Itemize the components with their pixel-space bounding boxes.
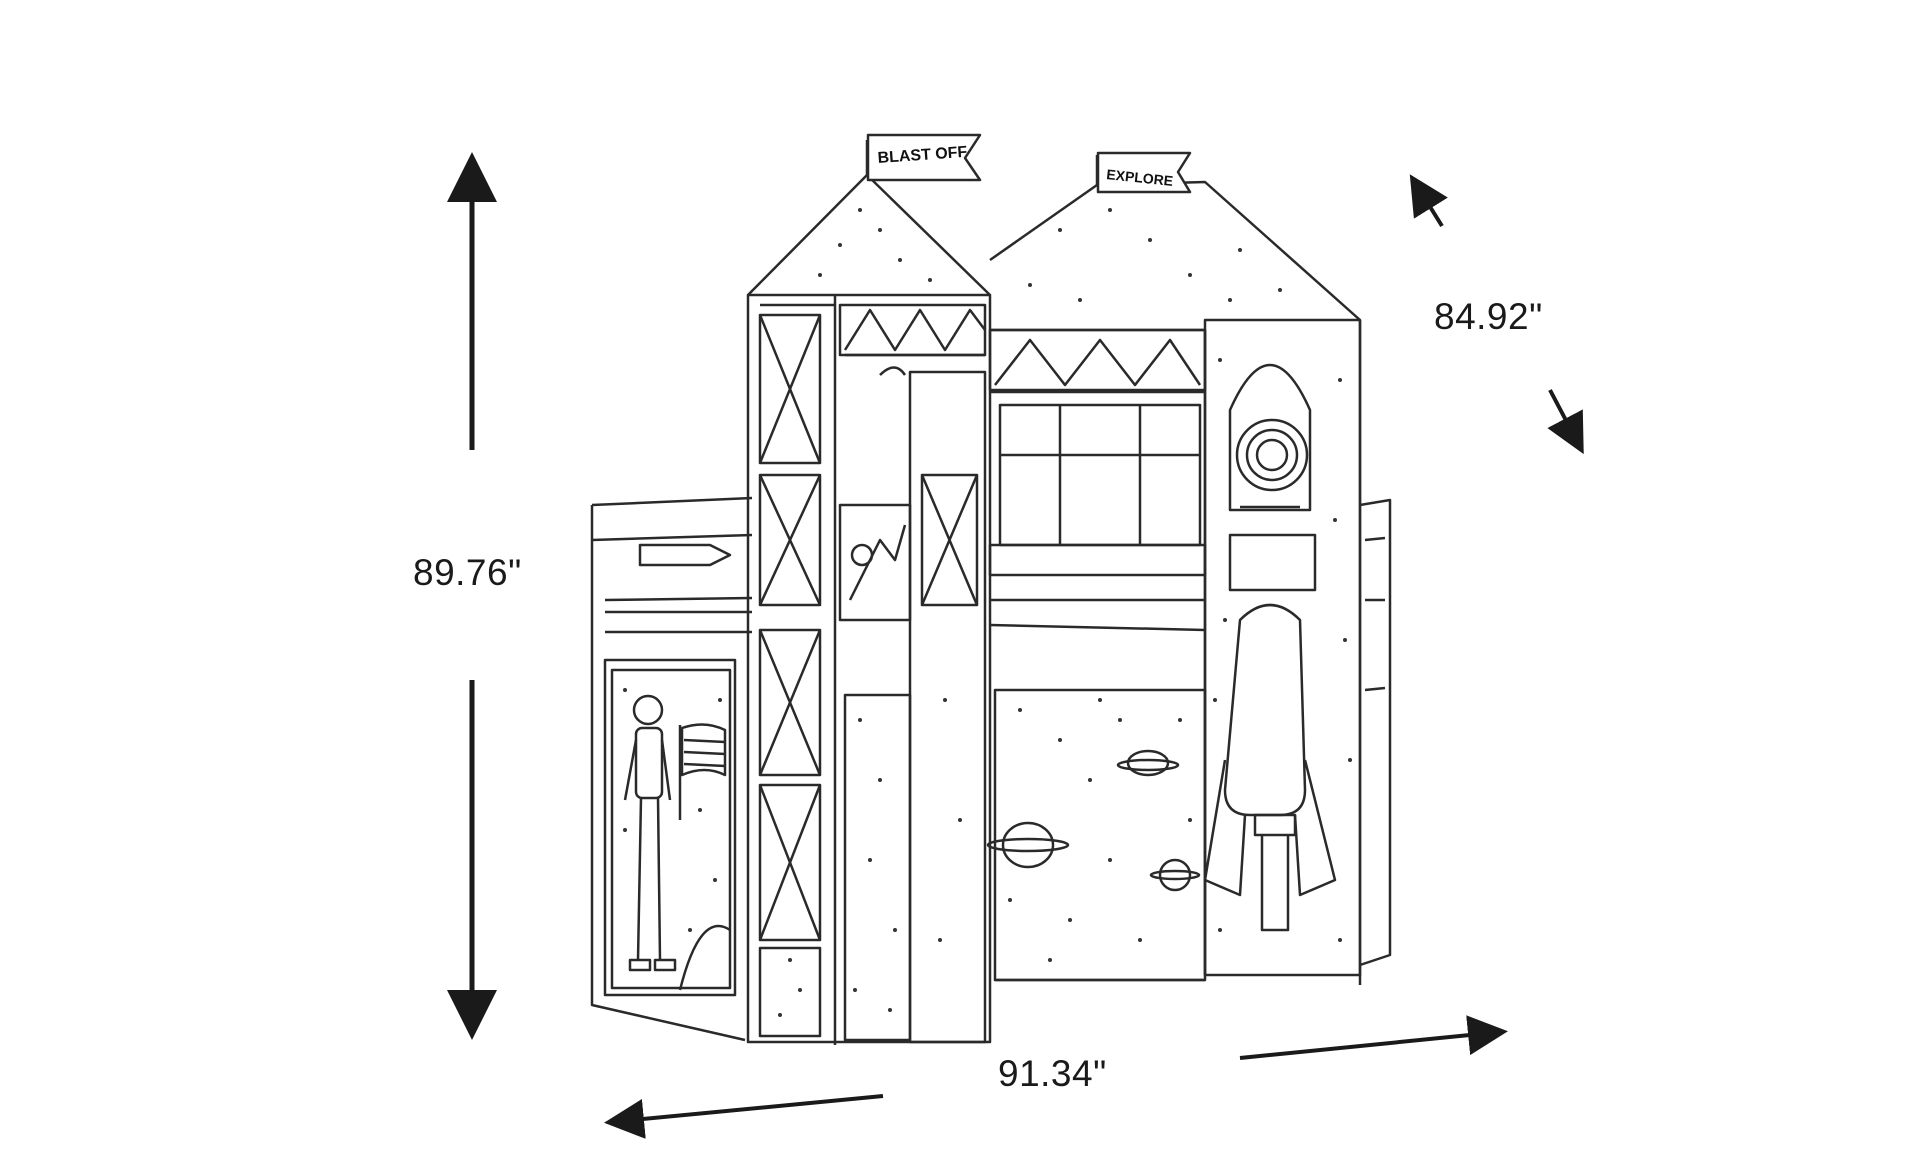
blast-off-flag [865, 133, 982, 182]
right-rail-frame [1358, 320, 1392, 985]
height-label: 89.76" [413, 552, 522, 593]
depth-dimension-arrow [1409, 174, 1584, 455]
rocket-panel [1203, 318, 1362, 977]
explore-flag [1095, 151, 1192, 194]
star-speckles [623, 208, 1352, 1017]
flag-on-pole [678, 723, 727, 820]
blast-off-flag-text: BLAST OFF [877, 144, 968, 167]
bunk-bed [590, 133, 1392, 1045]
left-tower [746, 173, 992, 1045]
depth-label: 84.92" [1434, 296, 1543, 337]
right-house [986, 180, 1361, 982]
astronaut-curtain-panel [610, 668, 732, 991]
width-dimension-arrow [604, 1015, 1508, 1139]
width-label: 91.34" [998, 1053, 1107, 1094]
explore-flag-text: EXPLORE [1106, 166, 1174, 189]
left-rail-frame [590, 496, 753, 1042]
